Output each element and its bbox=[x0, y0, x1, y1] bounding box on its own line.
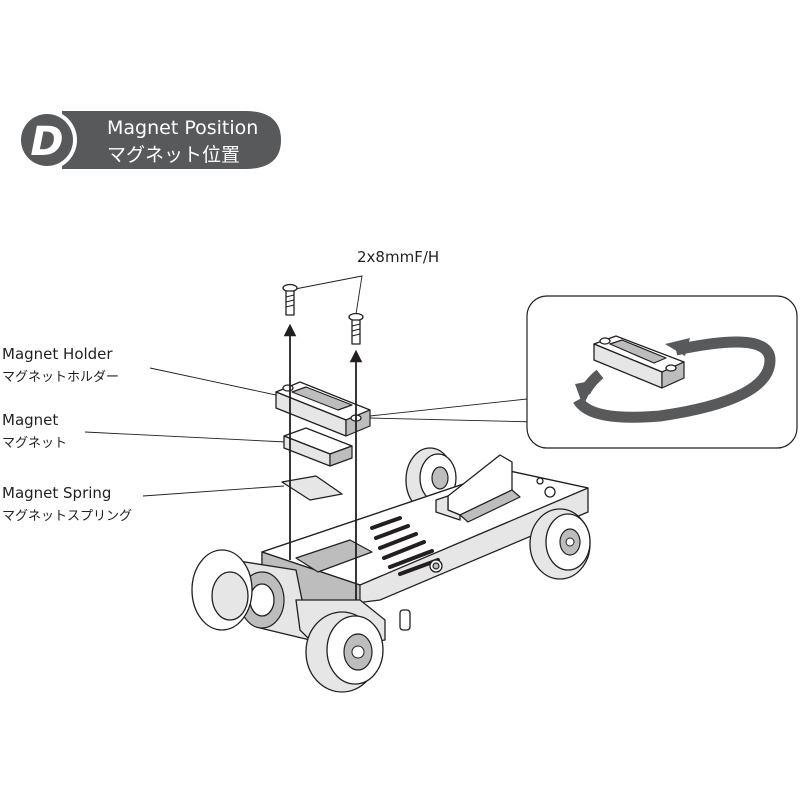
screw-left bbox=[282, 283, 298, 316]
magnet bbox=[283, 427, 353, 467]
front-mount bbox=[435, 454, 521, 523]
rotation-inset bbox=[526, 295, 798, 449]
rear-left-wheel bbox=[191, 549, 253, 631]
magnet-holder-label-en: Magnet Holder bbox=[2, 345, 113, 363]
screw-right bbox=[348, 312, 364, 345]
header-banner bbox=[62, 111, 281, 169]
leader-lines bbox=[84, 275, 537, 497]
magnet-label-en: Magnet bbox=[2, 411, 58, 429]
step-badge bbox=[21, 114, 73, 166]
chassis-slots bbox=[370, 516, 440, 576]
magnet-label-ja: マグネット bbox=[2, 436, 67, 451]
rotate-arrow-icon bbox=[573, 336, 776, 423]
part-labels: Magnet Holder マグネットホルダー Magnet マグネット Mag… bbox=[2, 248, 439, 524]
step-letter: D bbox=[30, 119, 63, 165]
step-header: D Magnet Position マグネット位置 bbox=[17, 110, 281, 170]
magnet-pocket bbox=[295, 539, 373, 573]
magnet-spring-label-ja: マグネットスプリング bbox=[2, 509, 132, 524]
screw-label: 2x8mmF/H bbox=[357, 248, 439, 266]
front-right-wheel bbox=[529, 508, 591, 580]
magnet-spring bbox=[281, 475, 343, 501]
title-en: Magnet Position bbox=[107, 117, 258, 139]
magnet-holder-label-ja: マグネットホルダー bbox=[2, 370, 119, 385]
assembly-arrows bbox=[283, 323, 363, 600]
inset-magnet-holder bbox=[593, 335, 685, 389]
front-left-wheel bbox=[305, 611, 384, 693]
magnet-holder bbox=[275, 381, 371, 437]
chassis bbox=[191, 447, 591, 693]
magnet-spring-label-en: Magnet Spring bbox=[2, 484, 111, 502]
title-ja: マグネット位置 bbox=[107, 144, 240, 166]
